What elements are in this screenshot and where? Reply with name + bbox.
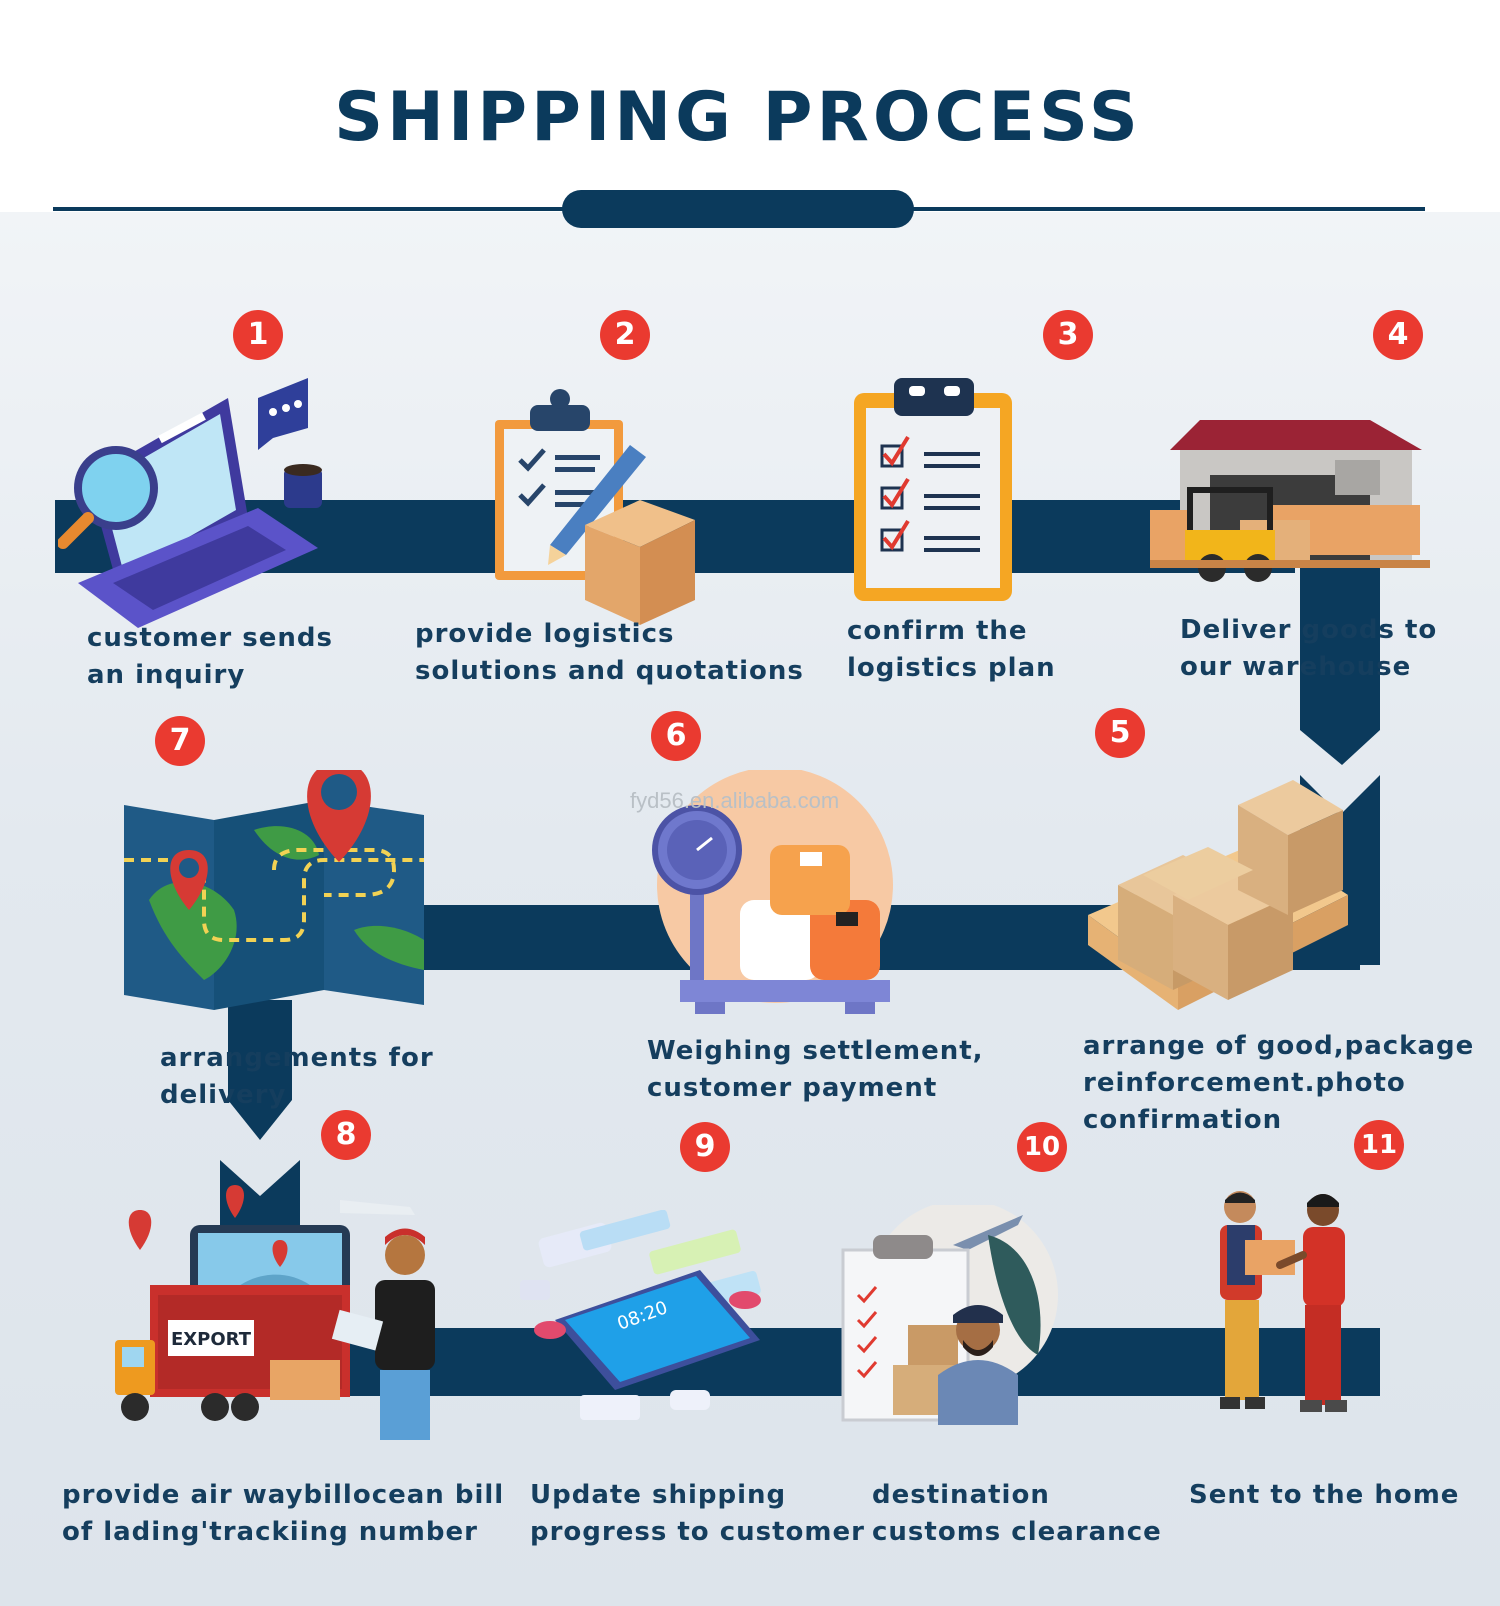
export-truck-icon: EXPORT [115,1185,435,1440]
step-number-11: 11 [1354,1120,1404,1170]
step-caption-11: Sent to the home [1189,1480,1460,1510]
step-number-9: 9 [680,1122,730,1172]
step-caption-1: customer sends an inquiry [87,623,333,690]
export-label: EXPORT [171,1329,252,1350]
step-caption-8: provide air waybillocean bill of lading'… [62,1480,505,1547]
warehouse-forklift-icon [1150,420,1430,582]
weighing-scale-icon [652,770,893,1014]
page-title: SHIPPING PROCESS [334,78,1142,157]
step-caption-9: Update shipping progress to customer [530,1480,865,1547]
step-caption-7: arrangements for delivery [160,1043,434,1110]
step-number-8: 8 [321,1110,371,1160]
step-caption-5: arrange of good,package reinforcement.ph… [1083,1031,1475,1135]
step-number-6: 6 [651,711,701,761]
step-caption-6: Weighing settlement, customer payment [647,1036,984,1103]
step-caption-10: destination customs clearance [872,1480,1162,1547]
boxes-pallet-icon [1088,780,1348,1010]
clipboard-pencil-box-icon [495,389,695,625]
step-number-2: 2 [600,310,650,360]
map-pins-icon [124,770,424,1010]
step-caption-2: provide logistics solutions and quotatio… [415,619,804,686]
step-number-5: 5 [1095,708,1145,758]
step-number-10: 10 [1017,1122,1067,1172]
customs-officer-icon [841,1205,1058,1425]
phone-tracking-icon: 08:20 [520,1210,761,1420]
watermark: fyd56.en.alibaba.com [630,788,840,813]
flow-arrow-down-left [228,1000,292,1140]
title-divider-pill [562,190,914,228]
step-number-4: 4 [1373,310,1423,360]
step-number-7: 7 [155,716,205,766]
step-caption-3: confirm the logistics plan [847,616,1056,683]
delivery-handover-icon [1220,1191,1347,1412]
laptop-search-icon [58,378,322,628]
step-number-3: 3 [1043,310,1093,360]
step-number-1: 1 [233,310,283,360]
checklist-clipboard-icon [854,378,1012,601]
flow-arrow-down-right [1300,560,1380,765]
step-caption-4: Deliver goods to our warehouse [1180,615,1438,682]
